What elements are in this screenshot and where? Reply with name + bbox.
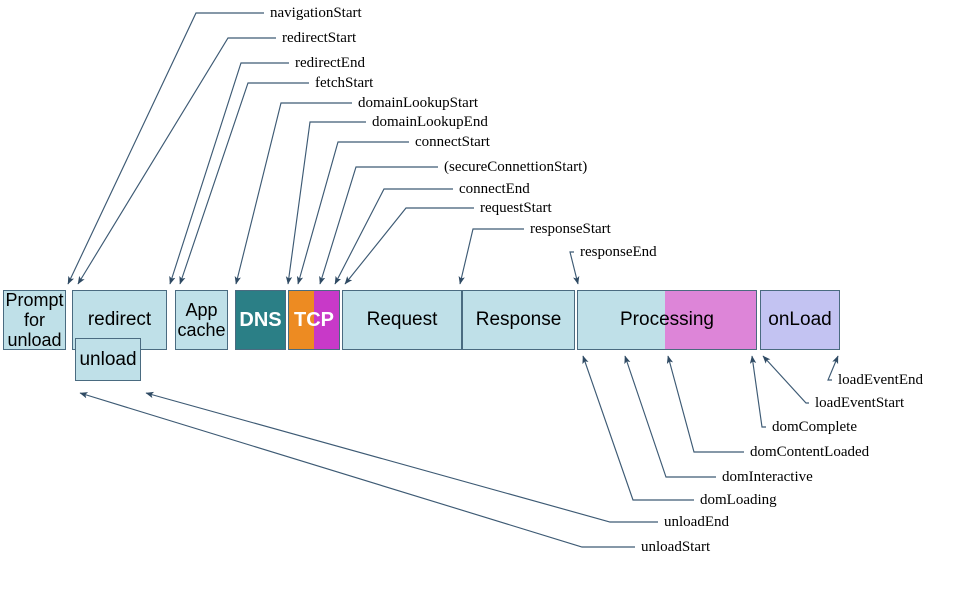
event-label-unload-start: unloadStart bbox=[641, 539, 711, 555]
phase-box-request[interactable]: Request bbox=[342, 290, 462, 350]
event-label-connect-end: connectEnd bbox=[459, 181, 530, 197]
leader-line-domain-lookup-end bbox=[285, 121, 366, 285]
leader-line-response-start bbox=[458, 228, 524, 285]
event-label-dom-interactive: domInteractive bbox=[722, 469, 813, 485]
leader-line-unload-start bbox=[79, 392, 635, 548]
event-label-response-start: responseStart bbox=[530, 221, 611, 237]
leader-line-response-end bbox=[569, 251, 580, 285]
leader-line-dom-interactive bbox=[624, 355, 716, 478]
leader-line-load-event-end bbox=[827, 355, 839, 381]
event-label-connect-start: connectStart bbox=[415, 134, 490, 150]
leader-line-dom-content-loaded bbox=[666, 355, 744, 453]
event-label-request-start: requestStart bbox=[480, 200, 552, 216]
event-label-dom-content-loaded: domContentLoaded bbox=[750, 444, 870, 460]
leader-lines bbox=[67, 12, 839, 548]
event-label-load-event-end: loadEventEnd bbox=[838, 372, 923, 388]
event-label-navigation-start: navigationStart bbox=[270, 5, 362, 21]
leader-line-redirect-start bbox=[77, 37, 276, 285]
leader-line-load-event-start bbox=[762, 355, 809, 404]
phase-box-app-cache[interactable]: App cache bbox=[175, 290, 228, 350]
leader-line-connect-end bbox=[334, 188, 453, 285]
leader-line-dom-loading bbox=[582, 355, 694, 501]
event-label-redirect-start: redirectStart bbox=[282, 30, 357, 46]
leader-line-connect-start bbox=[296, 141, 409, 285]
event-label-domain-lookup-end: domainLookupEnd bbox=[372, 114, 488, 130]
leader-line-fetch-start bbox=[179, 82, 309, 285]
leader-line-redirect-end bbox=[169, 62, 289, 285]
event-label-response-end: responseEnd bbox=[580, 244, 657, 260]
event-label-load-event-start: loadEventStart bbox=[815, 395, 905, 411]
event-label-domain-lookup-start: domainLookupStart bbox=[358, 95, 478, 111]
event-label-secure-connection-start: (secureConnettionStart) bbox=[444, 159, 588, 175]
leader-line-domain-lookup-start bbox=[234, 102, 352, 285]
phase-box-prompt-for-unload[interactable]: Prompt for unload bbox=[3, 290, 66, 350]
phase-box-processing[interactable]: Processing bbox=[577, 290, 757, 350]
event-label-fetch-start: fetchStart bbox=[315, 75, 374, 91]
phase-box-unload[interactable]: unload bbox=[75, 338, 141, 381]
phase-box-response[interactable]: Response bbox=[462, 290, 575, 350]
event-label-dom-loading: domLoading bbox=[700, 492, 777, 508]
leader-line-dom-complete bbox=[749, 355, 766, 428]
event-label-redirect-end: redirectEnd bbox=[295, 55, 365, 71]
leader-line-navigation-start bbox=[67, 12, 264, 285]
event-label-unload-end: unloadEnd bbox=[664, 514, 729, 530]
phase-box-onload[interactable]: onLoad bbox=[760, 290, 840, 350]
leader-line-request-start bbox=[344, 207, 474, 285]
leader-line-unload-end bbox=[145, 391, 658, 523]
event-label-dom-complete: domComplete bbox=[772, 419, 857, 435]
leader-line-secure-connection-start bbox=[319, 166, 438, 285]
phase-box-tcp[interactable]: TCP bbox=[288, 290, 340, 350]
phase-box-dns[interactable]: DNS bbox=[235, 290, 286, 350]
